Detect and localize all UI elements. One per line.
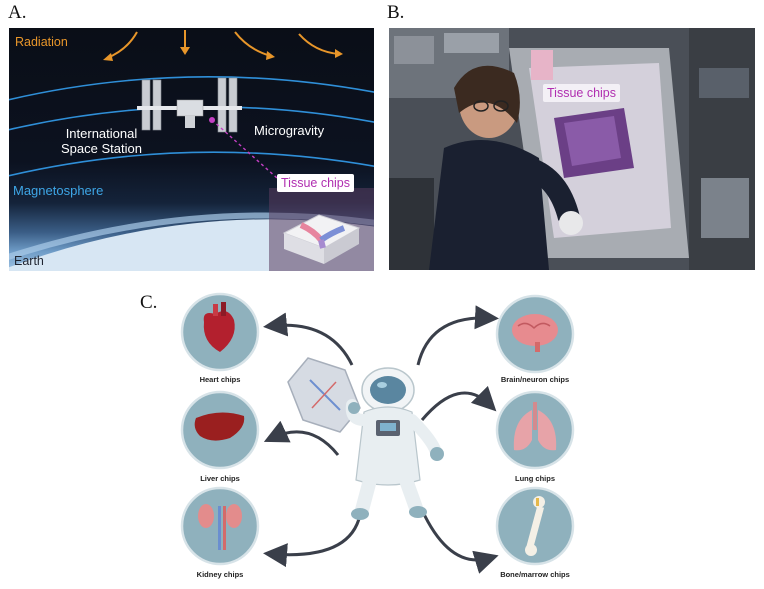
tissue-chip-pointer	[211, 119, 278, 179]
tissue-chips-label-a: Tissue chips	[277, 174, 355, 192]
iss-illustration	[137, 77, 242, 133]
astronaut-illustration	[345, 367, 444, 520]
tissue-chip-hexagon	[287, 357, 361, 433]
lungs-icon	[513, 402, 557, 451]
tissue-chip-illustration	[282, 214, 361, 264]
panel-c-illustration	[180, 292, 575, 574]
magnetosphere-arc-3	[9, 151, 374, 177]
magnetosphere-arc-1	[9, 76, 374, 101]
radiation-label: Radiation	[15, 35, 68, 49]
panel-a-label: A.	[8, 2, 27, 23]
panel-b-label: B.	[387, 2, 405, 23]
lung-chips-label: Lung chips	[515, 474, 555, 483]
astronaut-body	[429, 140, 549, 270]
panel-b-photo: Tissue chips	[389, 28, 755, 270]
iss-label-line2: Space Station	[61, 141, 142, 156]
panel-c-label: C.	[140, 292, 158, 313]
earth-label: Earth	[14, 254, 44, 268]
liver-chips-label: Liver chips	[200, 474, 240, 483]
kidney-chips-label: Kidney chips	[196, 570, 244, 579]
kidney-icon	[198, 504, 242, 550]
magnetosphere-label: Magnetosphere	[13, 183, 104, 198]
brain-neuron-chips-label: Brain/neuron chips	[500, 375, 570, 384]
microgravity-label: Microgravity	[254, 123, 325, 138]
panel-c-organ-chips: Heart chips Liver chips Kidney chips Bra…	[160, 290, 600, 589]
panel-b-illustration	[389, 28, 755, 270]
arrows	[263, 305, 499, 574]
panel-a-space-diagram: Radiation International Space Station Mi…	[9, 28, 374, 271]
panel-a-illustration	[9, 30, 374, 271]
liver-icon	[194, 412, 245, 441]
heart-chips-label: Heart chips	[199, 375, 241, 384]
iss-label: International Space Station	[61, 126, 142, 156]
iss-label-line1: International	[65, 126, 138, 141]
bone-marrow-chips-label: Bone/marrow chips	[500, 570, 570, 579]
brain-icon	[512, 314, 558, 352]
tissue-chips-label-b: Tissue chips	[543, 84, 621, 102]
radiation-arrows	[106, 30, 340, 59]
heart-icon	[203, 302, 235, 352]
bone-icon	[525, 496, 545, 556]
